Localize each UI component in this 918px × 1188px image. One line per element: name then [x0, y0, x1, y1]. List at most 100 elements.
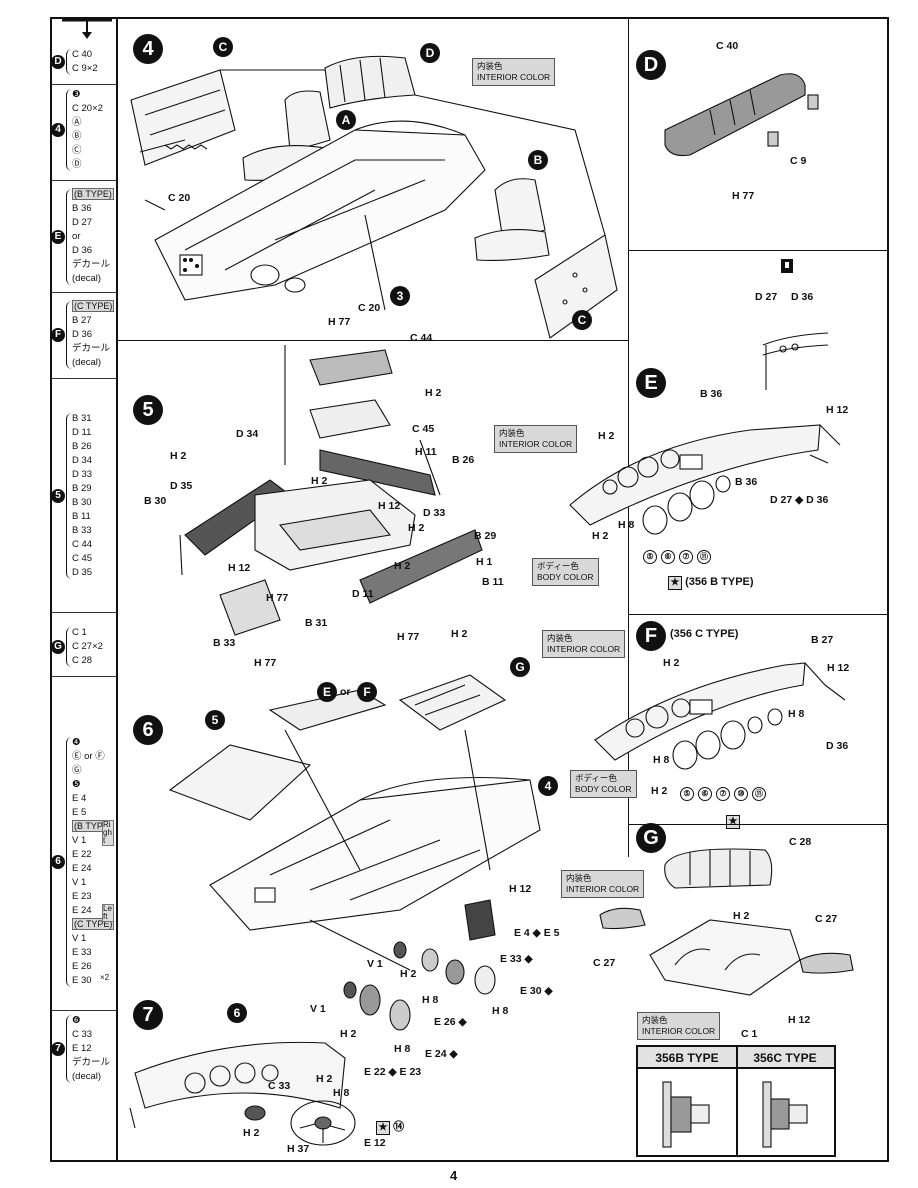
part-label: D 11 [352, 588, 374, 600]
part-item: Ⓒ [72, 145, 82, 156]
brace [66, 1015, 73, 1083]
color-note-en: INTERIOR COLOR [566, 884, 640, 894]
part-item: Ⓖ [72, 765, 82, 776]
part-label: C 20 [168, 192, 191, 204]
part-item: B 36 [72, 203, 92, 214]
part-item: C 45 [72, 553, 93, 564]
step-4-drawing [130, 55, 618, 339]
part-item: V 1 [72, 877, 87, 888]
part-item: E 30 [72, 975, 92, 986]
glue-label: H 8 [422, 994, 439, 1006]
decal-number: ⑩ [734, 787, 748, 801]
brace [66, 737, 73, 987]
glue-label: H 12 [228, 562, 251, 574]
separator [52, 292, 116, 293]
tool-icon [781, 259, 793, 273]
star-icon: ★ [668, 576, 682, 590]
part-label: D 36 [826, 740, 849, 752]
color-note-jp: ボディー色 [575, 773, 617, 783]
callout-C-right: C [572, 310, 592, 330]
down-arrow-icon [62, 18, 112, 39]
glue-label: H 2 [394, 560, 411, 572]
part-label: B 26 [452, 454, 475, 466]
sub-E-drawing [569, 424, 841, 535]
part-item: V 1 [72, 933, 87, 944]
part-item: B 26 [72, 441, 92, 452]
brace [66, 301, 73, 369]
parts-column [50, 17, 118, 1162]
part-item: C 27×2 [72, 641, 103, 652]
glue-label: H 2 [408, 522, 425, 534]
step-5-badge: 5 [133, 395, 163, 425]
glue-label: H 12 [509, 883, 532, 895]
color-note-en: INTERIOR COLOR [499, 439, 573, 449]
part-item: D 36 [72, 329, 93, 340]
part-item: D 36 [72, 245, 93, 256]
sub-D-badge: D [636, 50, 666, 80]
interior-color-note: 内装色 INTERIOR COLOR [637, 1012, 721, 1040]
part-item: E 33 [72, 947, 92, 958]
glue-label: H 77 [397, 631, 420, 643]
part-item: E 5 [72, 807, 87, 818]
or-text: or [340, 686, 351, 698]
table-header-356b: 356B TYPE [638, 1047, 736, 1069]
parts-group-step: 6 [51, 855, 65, 869]
parts-group-step: G [51, 640, 65, 654]
side-note: Left [102, 904, 114, 922]
part-label: C 1 [741, 1028, 758, 1040]
glue-label: H 12 [378, 500, 401, 512]
part-item: C 40 [72, 49, 93, 60]
callout-D: D [420, 43, 440, 63]
sub-F-drawing [594, 662, 846, 770]
part-item: (decal) [72, 273, 102, 284]
interior-color-note: 内装色 INTERIOR COLOR [561, 870, 645, 898]
part-item: C 44 [72, 539, 93, 550]
part-label: B 11 [482, 576, 504, 588]
parts-group-step: E [51, 230, 65, 244]
table-divider [736, 1047, 738, 1155]
part-label: E 4 ◆ E 5 [514, 927, 560, 939]
part-item: デカール [72, 1057, 111, 1068]
part-item: D 11 [72, 427, 92, 438]
glue-label: H 2 [170, 450, 187, 462]
sub-G-badge: G [636, 823, 666, 853]
separator [52, 612, 116, 613]
callout-F: F [357, 682, 377, 702]
part-label: B 31 [305, 617, 328, 629]
part-label: C 44 [410, 332, 433, 344]
part-item: E 23 [72, 891, 92, 902]
part-label: C 27 [593, 957, 616, 969]
glue-label: H 8 [788, 708, 805, 720]
glue-label: H 2 [425, 387, 442, 399]
hub-356c-drawing [762, 1081, 808, 1148]
type-comparison-table: 356B TYPE 356C TYPE [636, 1045, 836, 1157]
interior-color-note: 内装色 INTERIOR COLOR [542, 630, 626, 658]
glue-label: H 2 [243, 1127, 260, 1139]
sub-G-drawing [599, 848, 854, 996]
part-label: E 24 ◆ [425, 1048, 458, 1060]
glue-label: H 2 [598, 430, 615, 442]
step-4-badge: 4 [133, 34, 163, 64]
part-item: デカール [72, 259, 111, 270]
part-label: V 1 [367, 958, 383, 970]
brace [66, 627, 73, 667]
part-item: ❹ [72, 737, 81, 748]
separator [52, 378, 116, 379]
callout-A: A [336, 110, 356, 130]
glue-label: H 12 [826, 404, 849, 416]
glue-label: H 2 [340, 1028, 357, 1040]
part-label: E 22 ◆ E 23 [364, 1066, 422, 1078]
type-note: ★ (356 B TYPE) [668, 576, 754, 590]
part-item: ❺ [72, 779, 81, 790]
part-label: E 30 ◆ [520, 985, 553, 997]
part-item: (B TYPE) [72, 188, 114, 200]
part-item: B 33 [72, 525, 92, 536]
callout-E: E [317, 682, 337, 702]
part-item: B 31 [72, 413, 92, 424]
glue-label: H 37 [287, 1143, 310, 1155]
table-header-356c: 356C TYPE [736, 1047, 834, 1069]
